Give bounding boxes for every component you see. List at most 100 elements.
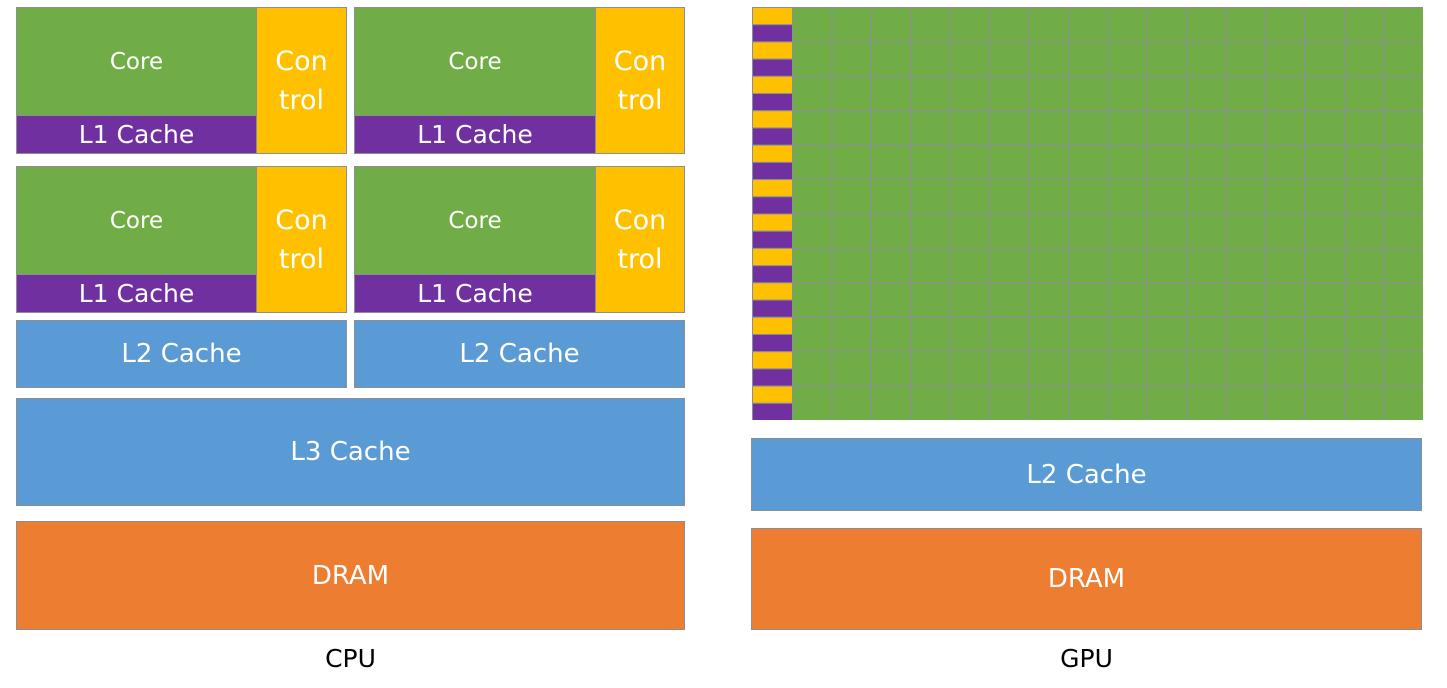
control-unit: Con trol	[595, 166, 685, 313]
gpu-core-cell	[910, 282, 951, 318]
gpu-core-cell	[1028, 385, 1070, 420]
gpu-core-cell	[910, 316, 951, 353]
gpu-core-cell	[870, 351, 912, 387]
gpu-core-cell	[1304, 41, 1346, 77]
gpu-core-cell	[1265, 385, 1306, 420]
gpu-control-unit	[752, 385, 793, 404]
gpu-core-cell	[1107, 282, 1148, 318]
gpu-core-cell	[870, 213, 912, 249]
gpu-control-unit	[752, 144, 793, 163]
gpu-core-cell	[910, 7, 951, 43]
gpu-core-cell	[910, 179, 951, 215]
gpu-control-unit	[752, 213, 793, 232]
gpu-core-cell	[1028, 110, 1070, 146]
gpu-core-cell	[1186, 7, 1227, 43]
gpu-core-cell	[1186, 75, 1227, 112]
gpu-core-cell	[1383, 385, 1423, 420]
gpu-core-cell	[910, 351, 951, 387]
cpu-caption: CPU	[325, 644, 376, 673]
gpu-l1-cache	[752, 230, 793, 249]
gpu-core-cell	[1265, 41, 1306, 77]
gpu-core-cell	[1383, 179, 1423, 215]
gpu-core-cell	[1107, 75, 1148, 112]
gpu-core-cell	[1107, 247, 1148, 284]
gpu-core-cell	[989, 316, 1030, 353]
gpu-core-cell	[1107, 316, 1148, 353]
gpu-core-cell	[1304, 247, 1346, 284]
gpu-core-cell	[1107, 179, 1148, 215]
gpu-core-cell	[1068, 385, 1109, 420]
gpu-core-cell	[870, 41, 912, 77]
gpu-core-cell	[1383, 7, 1423, 43]
gpu-core-cell	[870, 282, 912, 318]
gpu-core-cell	[792, 144, 833, 181]
gpu-core-cell	[1186, 110, 1227, 146]
gpu-core-cell	[1304, 7, 1346, 43]
cpu-l2-cache: L2 Cache	[354, 320, 685, 388]
gpu-core-cell	[1068, 179, 1109, 215]
cpu-l3-cache: L3 Cache	[16, 398, 685, 506]
gpu-core-cell	[1225, 385, 1267, 420]
gpu-control-unit	[752, 41, 793, 60]
gpu-core-cell	[1068, 41, 1109, 77]
gpu-core-cell	[792, 7, 833, 43]
gpu-core-cell	[831, 144, 872, 181]
gpu-control-unit	[752, 316, 793, 335]
gpu-core-cell	[870, 316, 912, 353]
gpu-core-cell	[1146, 41, 1188, 77]
gpu-core-cell	[792, 41, 833, 77]
gpu-core-cell	[1068, 110, 1109, 146]
gpu-core-cell	[1265, 247, 1306, 284]
gpu-core-cell	[1225, 179, 1267, 215]
gpu-core-cell	[1344, 41, 1385, 77]
gpu-core-cell	[1186, 144, 1227, 181]
gpu-core-cell	[1068, 316, 1109, 353]
gpu-core-cell	[1068, 75, 1109, 112]
gpu-control-unit	[752, 247, 793, 267]
gpu-control-unit	[752, 110, 793, 129]
gpu-core-cell	[989, 179, 1030, 215]
gpu-core-cell	[1225, 247, 1267, 284]
gpu-core-cell	[1383, 144, 1423, 181]
gpu-core-cell	[792, 213, 833, 249]
gpu-core-cell	[989, 351, 1030, 387]
gpu-core-cell	[1186, 179, 1227, 215]
gpu-core-cell	[949, 179, 991, 215]
gpu-core-cell	[1107, 7, 1148, 43]
gpu-core-cell	[870, 75, 912, 112]
gpu-core-cell	[1304, 110, 1346, 146]
gpu-core-cell	[1344, 282, 1385, 318]
gpu-core-cell	[1146, 75, 1188, 112]
gpu-l1-cache	[752, 93, 793, 112]
gpu-core-cell	[1186, 282, 1227, 318]
gpu-core-cell	[1344, 7, 1385, 43]
gpu-core-cell	[1107, 351, 1148, 387]
gpu-core-cell	[1028, 7, 1070, 43]
gpu-core-cell	[1265, 179, 1306, 215]
gpu-core-cell	[1225, 282, 1267, 318]
gpu-core-cell	[1344, 144, 1385, 181]
gpu-core-cell	[1383, 213, 1423, 249]
gpu-core-cell	[1304, 282, 1346, 318]
gpu-control-unit	[752, 351, 793, 370]
gpu-core-cell	[1028, 213, 1070, 249]
gpu-core-cell	[1225, 7, 1267, 43]
gpu-core-cell	[1028, 75, 1070, 112]
gpu-core-cell	[1068, 282, 1109, 318]
gpu-core-cell	[1383, 247, 1423, 284]
gpu-core-cell	[792, 316, 833, 353]
gpu-core-cell	[831, 179, 872, 215]
gpu-l1-cache	[752, 368, 793, 387]
gpu-core-cell	[1344, 110, 1385, 146]
gpu-core-cell	[1068, 213, 1109, 249]
gpu-l1-cache	[752, 333, 793, 353]
gpu-core-cell	[1186, 213, 1227, 249]
gpu-core-cell	[1186, 351, 1227, 387]
gpu-core-cell	[1186, 316, 1227, 353]
gpu-core-cell	[792, 110, 833, 146]
gpu-l1-cache	[752, 402, 793, 420]
gpu-core-cell	[1186, 247, 1227, 284]
gpu-core-cell	[1304, 75, 1346, 112]
gpu-core-cell	[949, 316, 991, 353]
gpu-l1-cache	[752, 127, 793, 146]
